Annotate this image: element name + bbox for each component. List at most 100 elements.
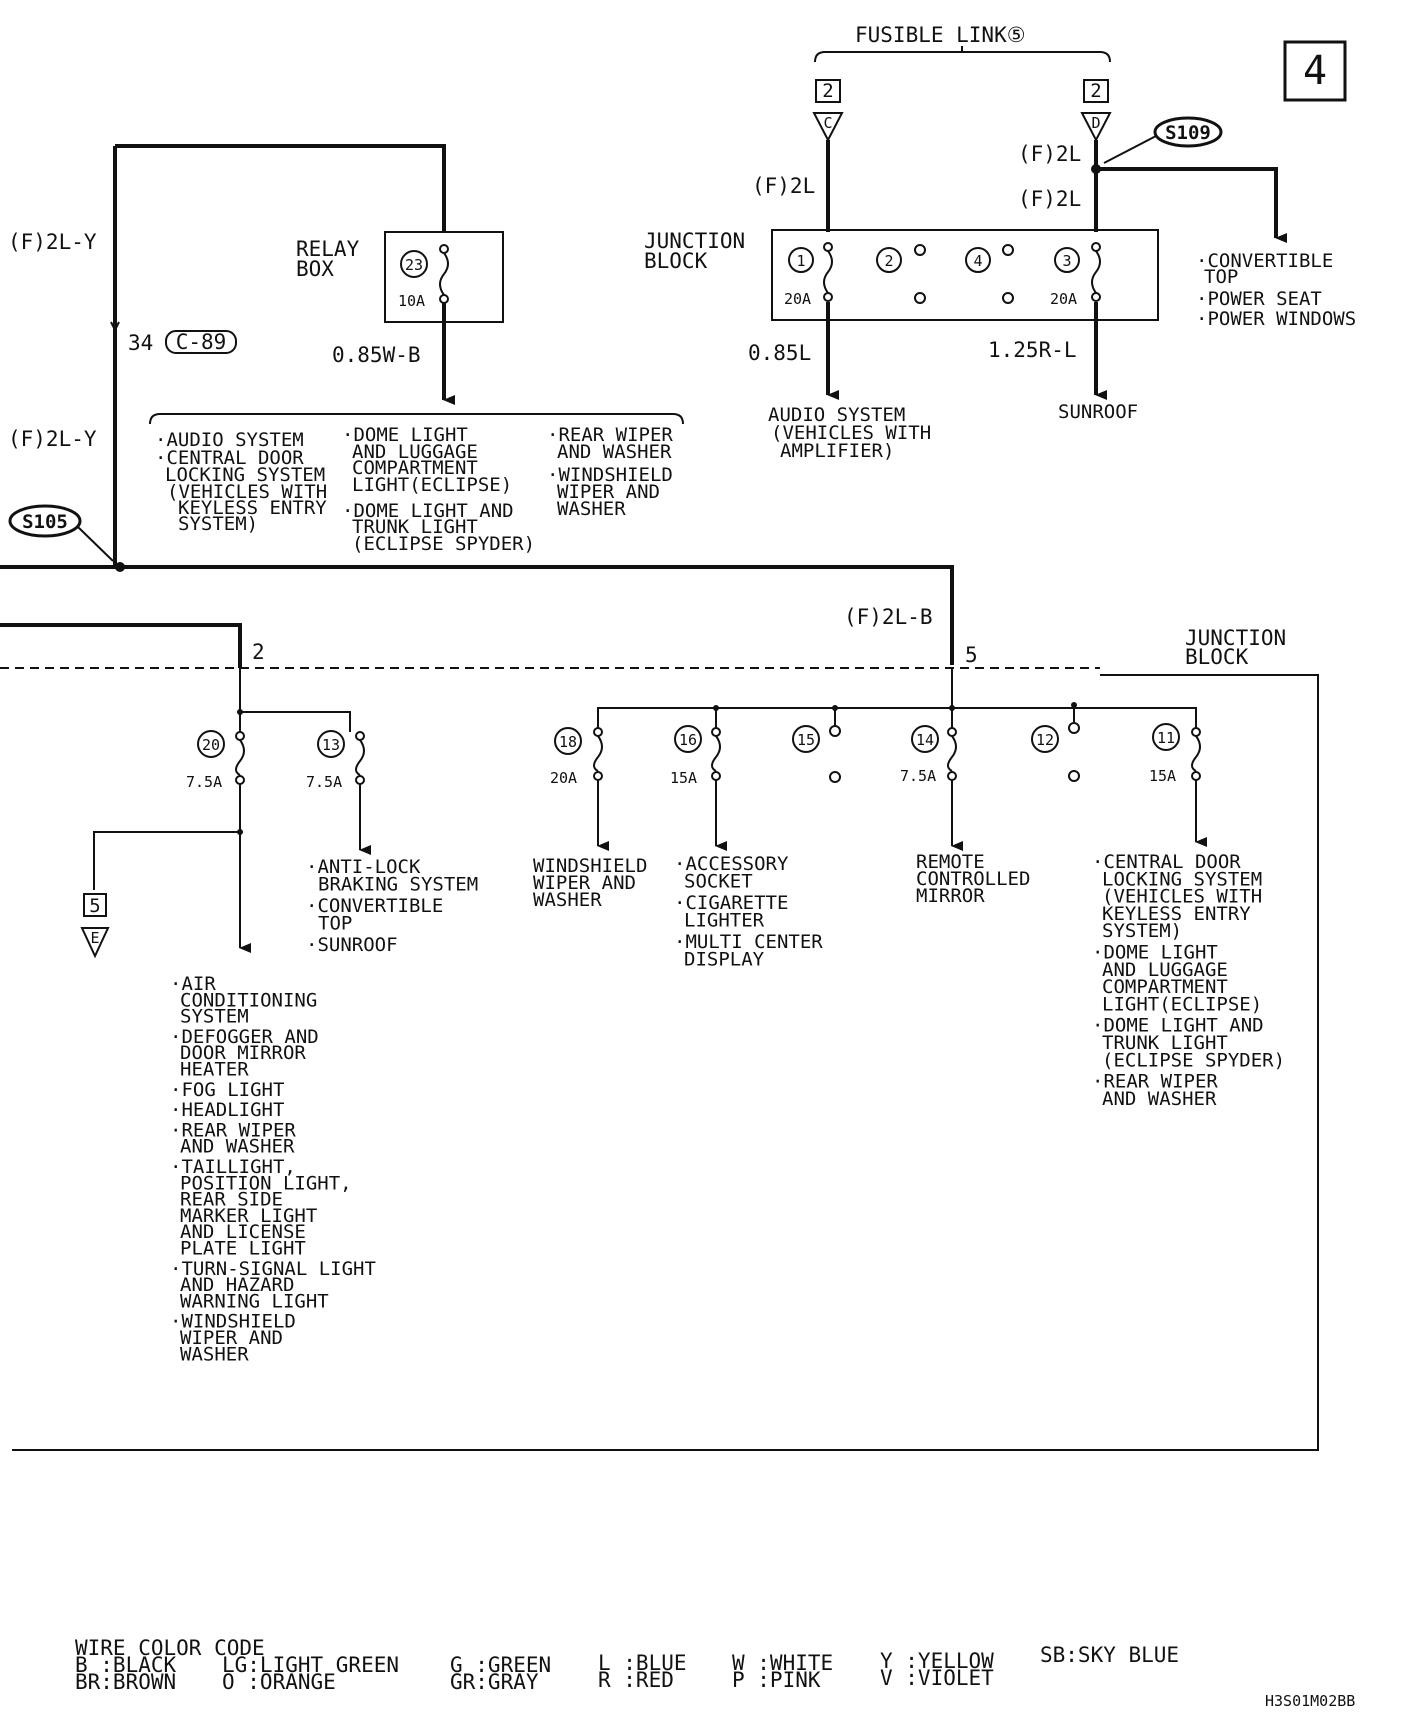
- jb1-load-line: AUDIO SYSTEM: [768, 404, 905, 426]
- load-line: AND WASHER: [1102, 1088, 1217, 1110]
- splice-s109-label: S109: [1165, 122, 1211, 144]
- relay-load-line: AND WASHER: [557, 441, 672, 463]
- load-line: CONDITIONING: [180, 989, 317, 1011]
- jb-bottom-node-5: 5: [965, 643, 978, 667]
- load-line: ·ACCESSORY: [674, 853, 789, 875]
- relay-box-label: RELAY: [296, 237, 360, 261]
- color-code-entry: L :BLUE: [598, 1651, 687, 1675]
- load-line: ·AIR: [170, 973, 216, 995]
- load-line: ·CONVERTIBLE: [306, 895, 443, 917]
- wire-feed-node-2: [0, 623, 242, 668]
- splice-s105-label: S105: [22, 511, 68, 533]
- fuse-13: 13 7.5A: [306, 730, 365, 791]
- load-line: KEYLESS ENTRY: [1102, 903, 1251, 925]
- load-line: DOOR MIRROR: [180, 1042, 306, 1064]
- load-line: WASHER: [533, 889, 602, 911]
- load-line: CONTROLLED: [916, 868, 1030, 890]
- fuse-20: 20 7.5A: [186, 730, 245, 791]
- fuse-11: 11 15A: [1149, 723, 1201, 785]
- relay-load-line: AND LUGGAGE: [352, 441, 478, 463]
- wire-jb-out-1-label: 0.85L: [748, 341, 811, 365]
- relay-fuse-rating: 10A: [398, 292, 425, 310]
- bus-right: [597, 707, 1197, 728]
- fuse-number: 12: [1036, 731, 1054, 749]
- jb-top-fuse-4: 4: [965, 244, 1014, 304]
- connector-ref-number: 34: [128, 331, 153, 355]
- junction-block-top-label: BLOCK: [644, 249, 708, 273]
- load-line: ·MULTI CENTER: [674, 931, 823, 953]
- relay-box: RELAY BOX 23 10A: [296, 231, 504, 323]
- fuse-16: 16 15A: [670, 725, 721, 787]
- load-line: MARKER LIGHT: [180, 1205, 317, 1227]
- color-code-entry: G :GREEN: [450, 1653, 551, 1677]
- load-line: REAR SIDE: [180, 1189, 283, 1211]
- fuse-number: 1: [796, 252, 805, 270]
- load-line: LIGHTER: [684, 910, 765, 932]
- load-line: AND LICENSE: [180, 1221, 306, 1243]
- load-line: DISPLAY: [684, 949, 765, 971]
- fuse-12: 12: [1031, 722, 1080, 782]
- relay-loads-col3: ·REAR WIPER AND WASHER ·WINDSHIELD WIPER…: [547, 424, 673, 520]
- color-code-entry: P :PINK: [732, 1668, 821, 1692]
- relay-load-line: ·DOME LIGHT: [342, 424, 468, 446]
- fuse-rating: 20A: [1050, 290, 1077, 308]
- fuse-number: 14: [916, 731, 934, 749]
- load-line: LOCKING SYSTEM: [1102, 868, 1262, 890]
- color-code-entry: GR:GRAY: [450, 1670, 539, 1694]
- fuse-18: 18 20A: [550, 727, 603, 787]
- junction-block-bottom: JUNCTION BLOCK: [0, 626, 1319, 1451]
- relay-loads-col1: ·AUDIO SYSTEM ·CENTRAL DOOR LOCKING SYST…: [155, 429, 327, 535]
- load-line: WIPER AND: [533, 872, 636, 894]
- load-line: BRAKING SYSTEM: [318, 874, 478, 896]
- load-line: PLATE LIGHT: [180, 1238, 306, 1260]
- color-code-entry: W :WHITE: [732, 1651, 833, 1675]
- s109-load-line: ·POWER WINDOWS: [1196, 308, 1356, 330]
- connector-d-letter: D: [1091, 114, 1100, 132]
- connector-ref-badge: [165, 330, 237, 354]
- connector-mark: [110, 321, 120, 333]
- relay-load-line: LIGHT(ECLIPSE): [352, 474, 512, 496]
- load-line: AND HAZARD: [180, 1274, 294, 1296]
- relay-load-line: (ECLIPSE SPYDER): [352, 533, 535, 555]
- load-line: ·WINDSHIELD: [170, 1311, 296, 1333]
- color-code-entry: LG:LIGHT GREEN: [222, 1653, 399, 1677]
- connector-ref: C-89: [176, 330, 227, 354]
- junction-block-top: JUNCTION BLOCK 1 20A 2 4 3: [644, 229, 1159, 321]
- load-line: ·DEFOGGER AND: [170, 1026, 319, 1048]
- load-line: WINDSHIELD: [533, 855, 647, 877]
- load-line: ·DOME LIGHT: [1092, 942, 1218, 964]
- fusible-link-label: FUSIBLE LINK⑤: [855, 23, 1026, 47]
- junction-block-bottom-label: JUNCTION: [1185, 626, 1286, 650]
- color-code-title: WIRE COLOR CODE: [75, 1636, 265, 1660]
- load-line: ·CIGARETTE: [674, 892, 788, 914]
- load-line: MIRROR: [916, 885, 985, 907]
- fuse-rating: 7.5A: [900, 767, 936, 785]
- fuse-number: 2: [884, 252, 893, 270]
- fusible-link-connector-c: 2 C: [812, 79, 844, 143]
- color-code-entry: BR:BROWN: [75, 1670, 176, 1694]
- load-line: WIPER AND: [180, 1327, 283, 1349]
- fuse-rating: 7.5A: [306, 773, 342, 791]
- wire-fl-d-label-a: (F)2L: [1018, 142, 1081, 166]
- s109-loads: ·CONVERTIBLE TOP ·POWER SEAT ·POWER WIND…: [1196, 250, 1356, 330]
- jb-bottom-node-2: 2: [252, 640, 265, 664]
- connector-e-number: 5: [89, 895, 100, 917]
- jb-top-fuse-1: 1 20A: [784, 242, 833, 308]
- load-line: ·CENTRAL DOOR: [1092, 851, 1241, 873]
- bus-left: [239, 668, 351, 732]
- relay-load-line: ·AUDIO SYSTEM: [155, 429, 304, 451]
- wire-bus-label: (F)2L-B: [844, 605, 933, 629]
- load-line: ·HEADLIGHT: [170, 1099, 284, 1121]
- s109-load-line: ·CONVERTIBLE: [1196, 250, 1333, 272]
- relay-load-line: SYSTEM): [178, 513, 258, 535]
- wire-jb-out-3-label: 1.25R-L: [988, 338, 1077, 362]
- load-line: ·TAILLIGHT,: [170, 1156, 296, 1178]
- fuse-number: 13: [322, 736, 340, 754]
- load-line: ·ANTI-LOCK: [306, 856, 421, 878]
- color-code-entry: B :BLACK: [75, 1653, 177, 1677]
- wire-bus-s105: [0, 565, 954, 665]
- wire-left-mid-label: (F)2L-Y: [8, 427, 97, 451]
